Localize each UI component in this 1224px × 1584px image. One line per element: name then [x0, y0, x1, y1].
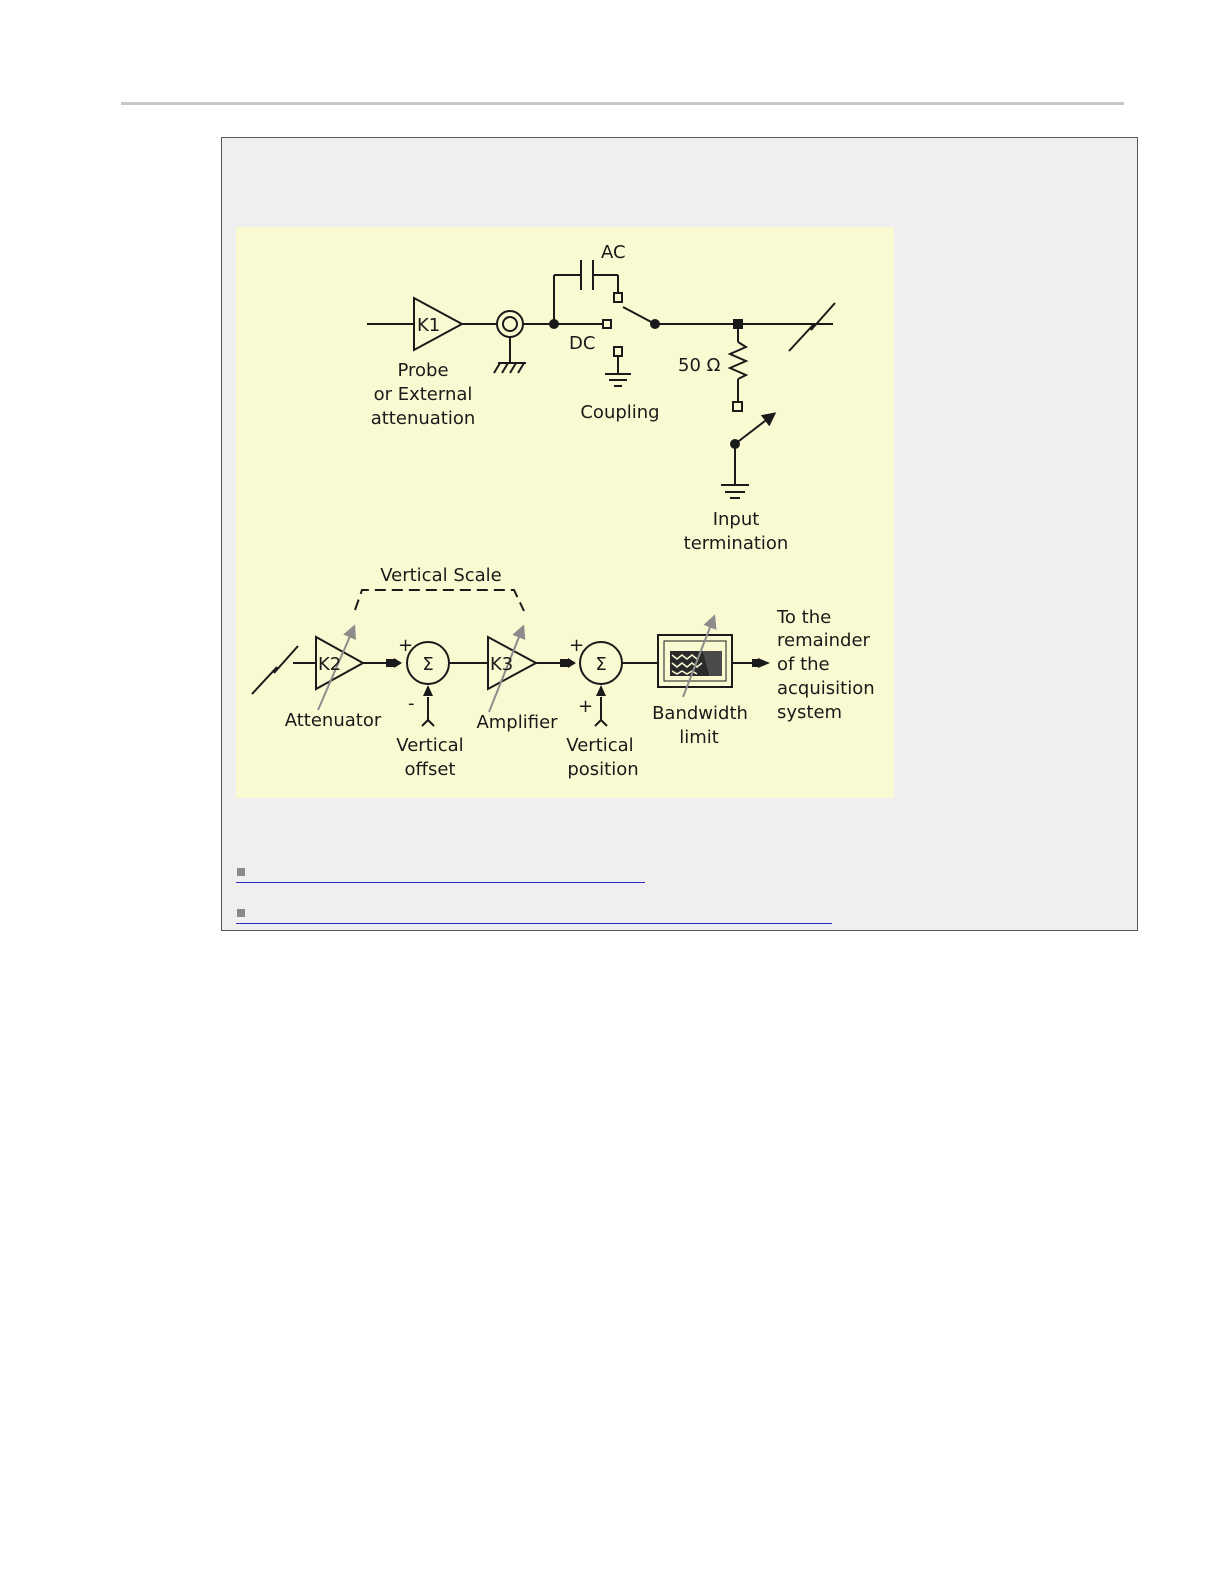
remainder-label-4: acquisition — [777, 678, 875, 699]
input-termination-label-2: termination — [684, 533, 789, 554]
vertical-position-label-2: position — [567, 759, 638, 780]
remainder-label-5: system — [777, 702, 842, 723]
vertical-scale-label: Vertical Scale — [380, 565, 502, 586]
bandwidth-label-1: Bandwidth — [652, 703, 748, 724]
attenuator-label: Attenuator — [285, 710, 382, 731]
vertical-offset-label-1: Vertical — [396, 735, 463, 756]
vertical-position-label-1: Vertical — [566, 735, 633, 756]
list-item — [236, 863, 1116, 883]
position-plus-sign-bottom: + — [578, 696, 593, 717]
remainder-label-1: To the — [776, 607, 831, 628]
offset-minus-sign: - — [408, 693, 415, 714]
related-links — [236, 863, 1116, 945]
termination-switch-icon — [735, 414, 774, 444]
coupling-switch-icon — [623, 307, 655, 324]
vertical-scale-bracket — [355, 590, 524, 611]
dc-label: DC — [569, 333, 595, 354]
remainder-label-2: remainder — [777, 630, 871, 651]
position-plus-sign-top: + — [569, 635, 584, 656]
offset-sigma: Σ — [422, 654, 433, 675]
position-sigma: Σ — [595, 654, 606, 675]
break-mark-bottom — [252, 646, 298, 694]
vertical-offset-label-2: offset — [405, 759, 456, 780]
related-link-1[interactable] — [236, 863, 645, 883]
k3-label: K3 — [490, 654, 513, 675]
amplifier-label: Amplifier — [476, 712, 558, 733]
vertical-system-diagram: K1 AC DC 50 Ω Probe or External attenuat… — [236, 227, 894, 798]
probe-label-2: or External — [374, 384, 473, 405]
offset-plus-sign: + — [398, 635, 413, 656]
probe-label-1: Probe — [397, 360, 448, 381]
remainder-label-3: of the — [777, 654, 830, 675]
k2-label: K2 — [318, 654, 341, 675]
ac-label: AC — [601, 242, 626, 263]
k1-label: K1 — [417, 315, 440, 336]
list-item — [236, 904, 1116, 924]
break-mark-top — [789, 303, 835, 351]
resistor-label: 50 Ω — [678, 355, 721, 376]
input-termination-label-1: Input — [713, 509, 760, 530]
header-rule — [121, 102, 1124, 105]
coupling-label: Coupling — [580, 402, 659, 423]
probe-label-3: attenuation — [371, 408, 476, 429]
bandwidth-label-2: limit — [679, 727, 719, 748]
termination-resistor-icon — [730, 342, 746, 379]
block-diagram-svg: K1 AC DC 50 Ω Probe or External attenuat… — [236, 227, 894, 798]
related-link-2[interactable] — [236, 904, 832, 924]
bnc-connector-icon — [497, 311, 523, 337]
figure-panel: K1 AC DC 50 Ω Probe or External attenuat… — [221, 137, 1138, 931]
output-arrow-icon — [758, 658, 770, 668]
